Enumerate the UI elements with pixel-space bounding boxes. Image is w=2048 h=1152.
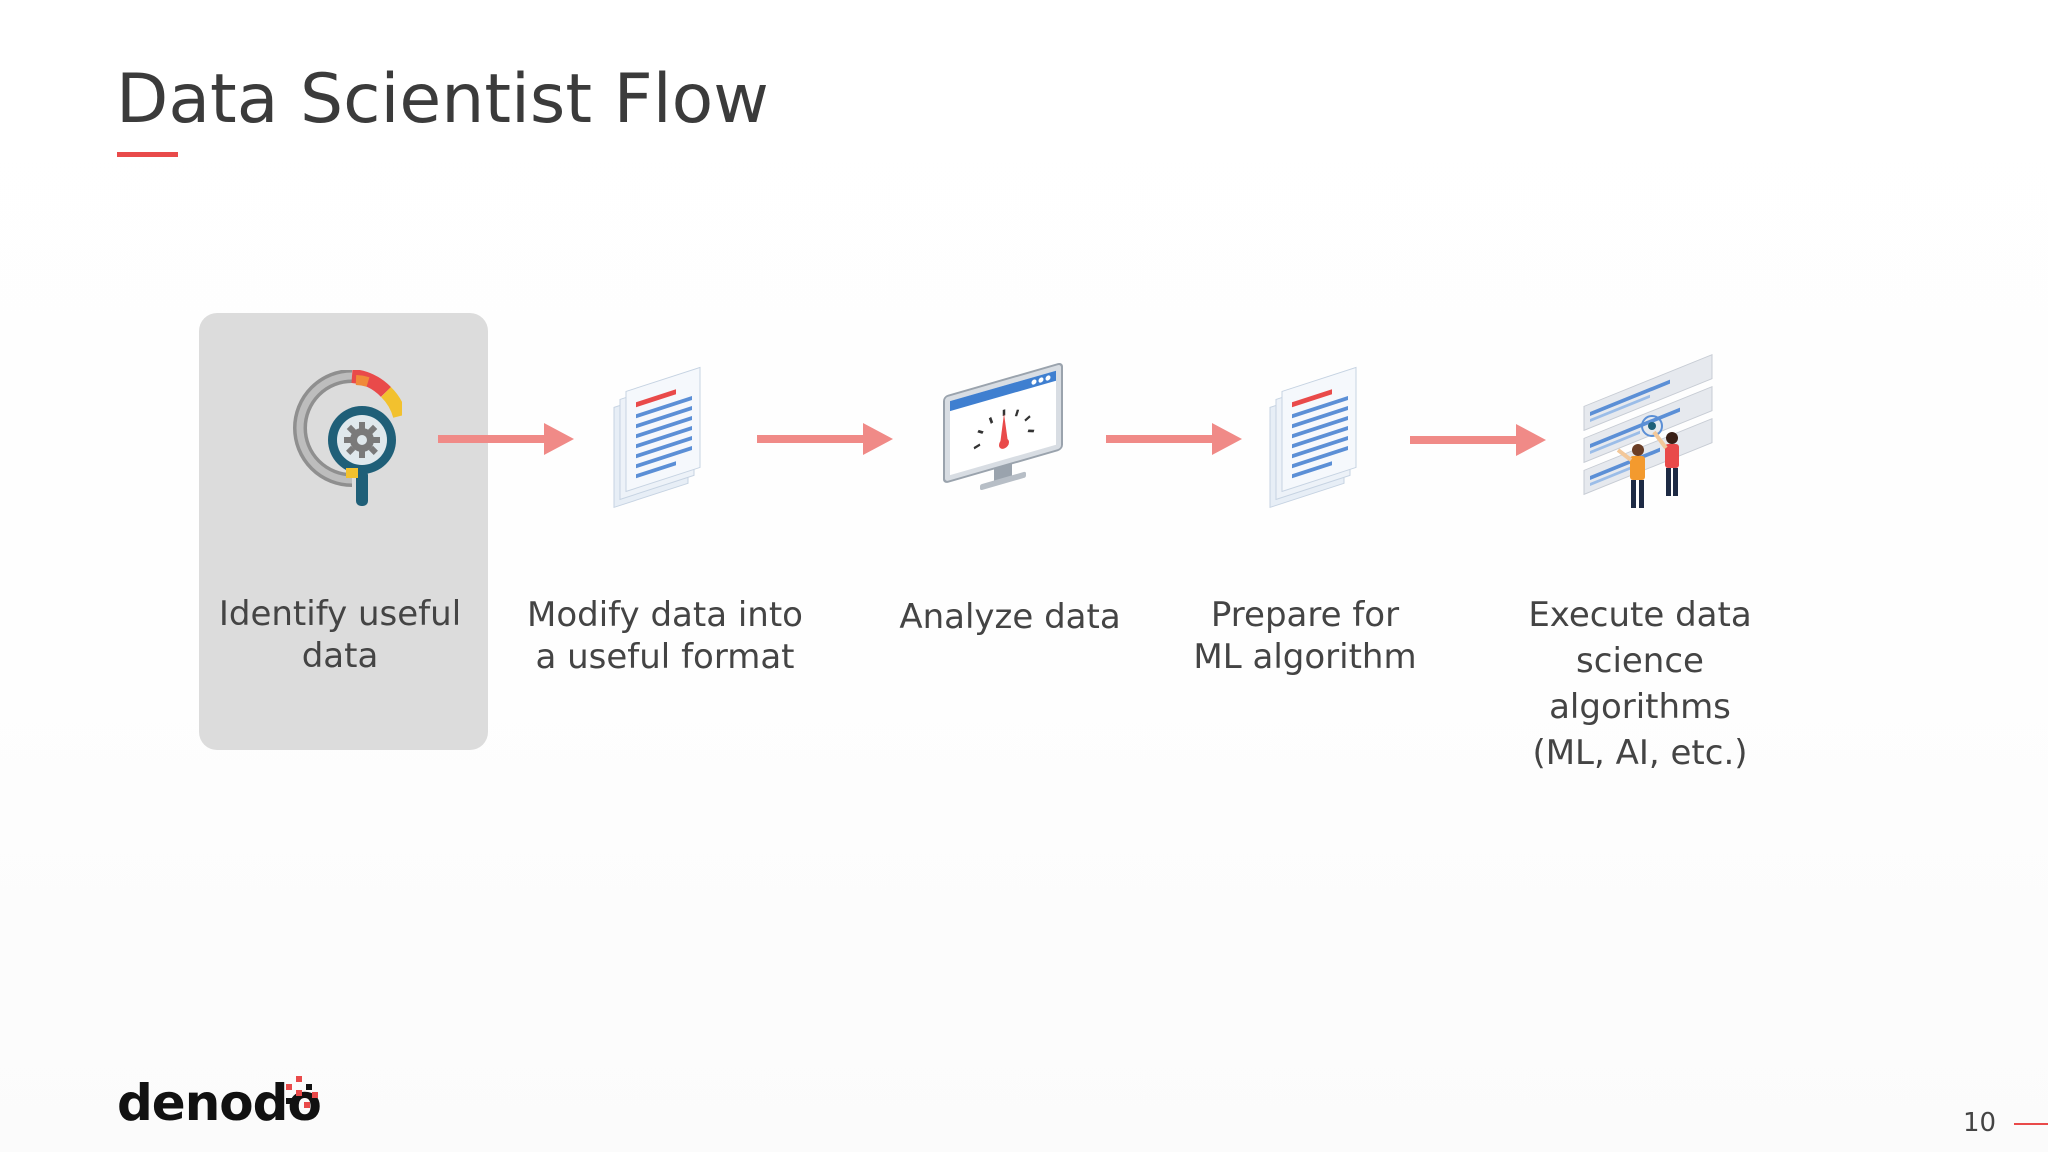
page-number-line: [2014, 1123, 2048, 1125]
magnifier-gear-icon: [293, 370, 402, 506]
step-label-modify: Modify data into a useful format: [527, 595, 803, 677]
page-number: 10: [1963, 1108, 1997, 1138]
flow-arrow-1: [438, 423, 574, 455]
monitor-gauge-icon: [943, 362, 1063, 491]
flow-arrow-2: [757, 423, 893, 455]
flow-arrow-4: [1410, 424, 1546, 456]
step-label-analyze: Analyze data: [899, 597, 1121, 637]
step-label-execute: Execute data science algorithms (ML, AI,…: [1528, 595, 1752, 773]
step-highlight-box: [199, 313, 488, 750]
slide-title: Data Scientist Flow: [116, 60, 769, 139]
people-dashboard-icon: [1583, 353, 1713, 508]
flow-arrow-3: [1106, 423, 1242, 455]
step-label-prepare: Prepare for ML algorithm: [1193, 595, 1417, 677]
logo-dots-icon: [286, 1076, 318, 1108]
document-stack-icon: [613, 366, 701, 509]
document-stack-icon: [1269, 366, 1357, 509]
title-underline: [117, 152, 178, 157]
step-label-identify: Identify useful data: [218, 594, 462, 676]
